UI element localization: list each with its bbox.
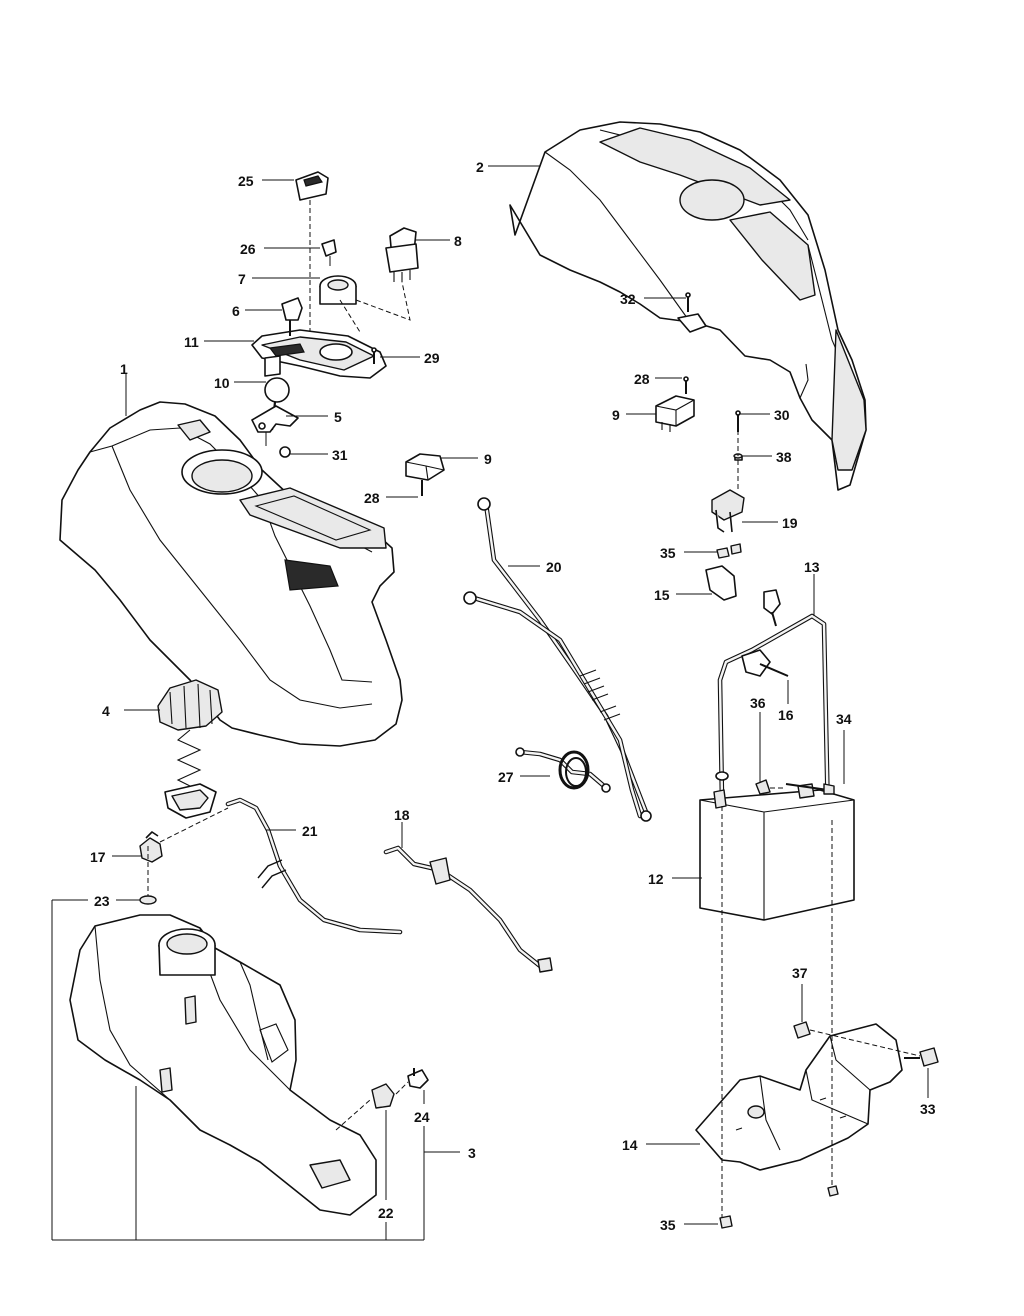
part-24-fitting bbox=[407, 1068, 429, 1089]
part-17-fuel-valve bbox=[139, 831, 163, 863]
part-6-knob bbox=[281, 297, 303, 336]
part-20-ground-cable bbox=[463, 497, 652, 822]
callout-label-35-upper: 35 bbox=[660, 545, 676, 561]
part-9-relay-left bbox=[405, 453, 445, 496]
callout-label-23: 23 bbox=[94, 893, 110, 909]
callout-label-14: 14 bbox=[622, 1137, 638, 1153]
callout-label-17: 17 bbox=[90, 849, 106, 865]
callout-label-36: 36 bbox=[750, 695, 766, 711]
part-32-screw-bracket bbox=[677, 292, 707, 333]
callout-label-28-top: 28 bbox=[634, 371, 650, 387]
callout-label-29: 29 bbox=[424, 350, 440, 366]
part-34-bolt bbox=[785, 783, 835, 795]
part-33-bolt bbox=[904, 1047, 939, 1067]
callout-label-6: 6 bbox=[232, 303, 240, 319]
callout-label-2: 2 bbox=[476, 159, 484, 175]
callout-label-12: 12 bbox=[648, 871, 664, 887]
callout-label-27: 27 bbox=[498, 769, 514, 785]
part-7-ignition-switch bbox=[319, 275, 357, 305]
tank-group-bracket bbox=[51, 899, 460, 1241]
callout-label-31: 31 bbox=[332, 447, 348, 463]
part-35-tray-nut bbox=[719, 1185, 839, 1229]
callout-label-9-right: 9 bbox=[612, 407, 620, 423]
part-28-screw bbox=[683, 376, 689, 394]
callout-label-3: 3 bbox=[468, 1145, 476, 1161]
callout-label-9-left: 9 bbox=[484, 451, 492, 467]
part-13-battery-cable bbox=[717, 613, 831, 823]
part-35-nut bbox=[716, 543, 742, 559]
callout-label-16: 16 bbox=[778, 707, 794, 723]
callout-label-20: 20 bbox=[546, 559, 562, 575]
callout-label-13: 13 bbox=[804, 559, 820, 575]
callout-label-38: 38 bbox=[776, 449, 792, 465]
part-11-dash-panel bbox=[251, 329, 387, 379]
callout-label-4: 4 bbox=[102, 703, 110, 719]
part-14-battery-tray bbox=[695, 1023, 903, 1171]
callout-label-35-lower: 35 bbox=[660, 1217, 676, 1233]
callout-label-7: 7 bbox=[238, 271, 246, 287]
callout-label-32: 32 bbox=[620, 291, 636, 307]
callout-label-8: 8 bbox=[454, 233, 462, 249]
part-19-solenoid bbox=[711, 416, 745, 533]
callout-label-25: 25 bbox=[238, 173, 254, 189]
part-21-fuel-line bbox=[225, 797, 403, 935]
callout-label-10: 10 bbox=[214, 375, 230, 391]
part-29-screw bbox=[371, 347, 377, 364]
callout-label-11: 11 bbox=[184, 334, 199, 350]
callout-label-26: 26 bbox=[240, 241, 256, 257]
callout-label-15: 15 bbox=[654, 587, 670, 603]
callout-label-33: 33 bbox=[920, 1101, 936, 1117]
callout-label-28-bottom: 28 bbox=[364, 490, 380, 506]
part-16-terminal bbox=[741, 649, 789, 677]
callout-label-1: 1 bbox=[120, 361, 128, 377]
assembly-lines bbox=[147, 200, 921, 1218]
part-1-console-cover bbox=[59, 401, 403, 747]
part-4-fuel-cap bbox=[157, 679, 223, 819]
part-23-grommet bbox=[139, 895, 157, 905]
callout-labels: 1 2 3 4 5 6 7 8 9 9 10 11 12 13 14 15 16… bbox=[90, 159, 936, 1233]
leader-lines bbox=[112, 165, 929, 1225]
part-30-screw bbox=[735, 410, 741, 430]
callout-label-37: 37 bbox=[792, 965, 808, 981]
callout-label-18: 18 bbox=[394, 807, 410, 823]
part-8-pto-switch bbox=[385, 227, 419, 282]
callout-label-19: 19 bbox=[782, 515, 798, 531]
part-27-coiled-cable bbox=[515, 747, 611, 793]
callout-label-34: 34 bbox=[836, 711, 852, 727]
part-3-fuel-tank bbox=[69, 914, 377, 1216]
callout-label-30: 30 bbox=[774, 407, 790, 423]
callout-label-24: 24 bbox=[414, 1109, 430, 1125]
part-36-nut bbox=[755, 779, 771, 795]
part-5-lever-assembly bbox=[251, 377, 299, 458]
callout-label-21: 21 bbox=[302, 823, 318, 839]
part-15-terminal-boot bbox=[705, 565, 781, 627]
callout-label-22: 22 bbox=[378, 1205, 394, 1221]
part-22-filter bbox=[371, 1083, 395, 1109]
part-26-key bbox=[321, 239, 337, 266]
callout-label-5: 5 bbox=[334, 409, 342, 425]
part-25-switch-cap bbox=[295, 171, 329, 201]
part-9-relay-right bbox=[655, 395, 695, 432]
part-18-fuel-hose bbox=[383, 845, 553, 973]
part-37-nut bbox=[793, 1021, 811, 1039]
